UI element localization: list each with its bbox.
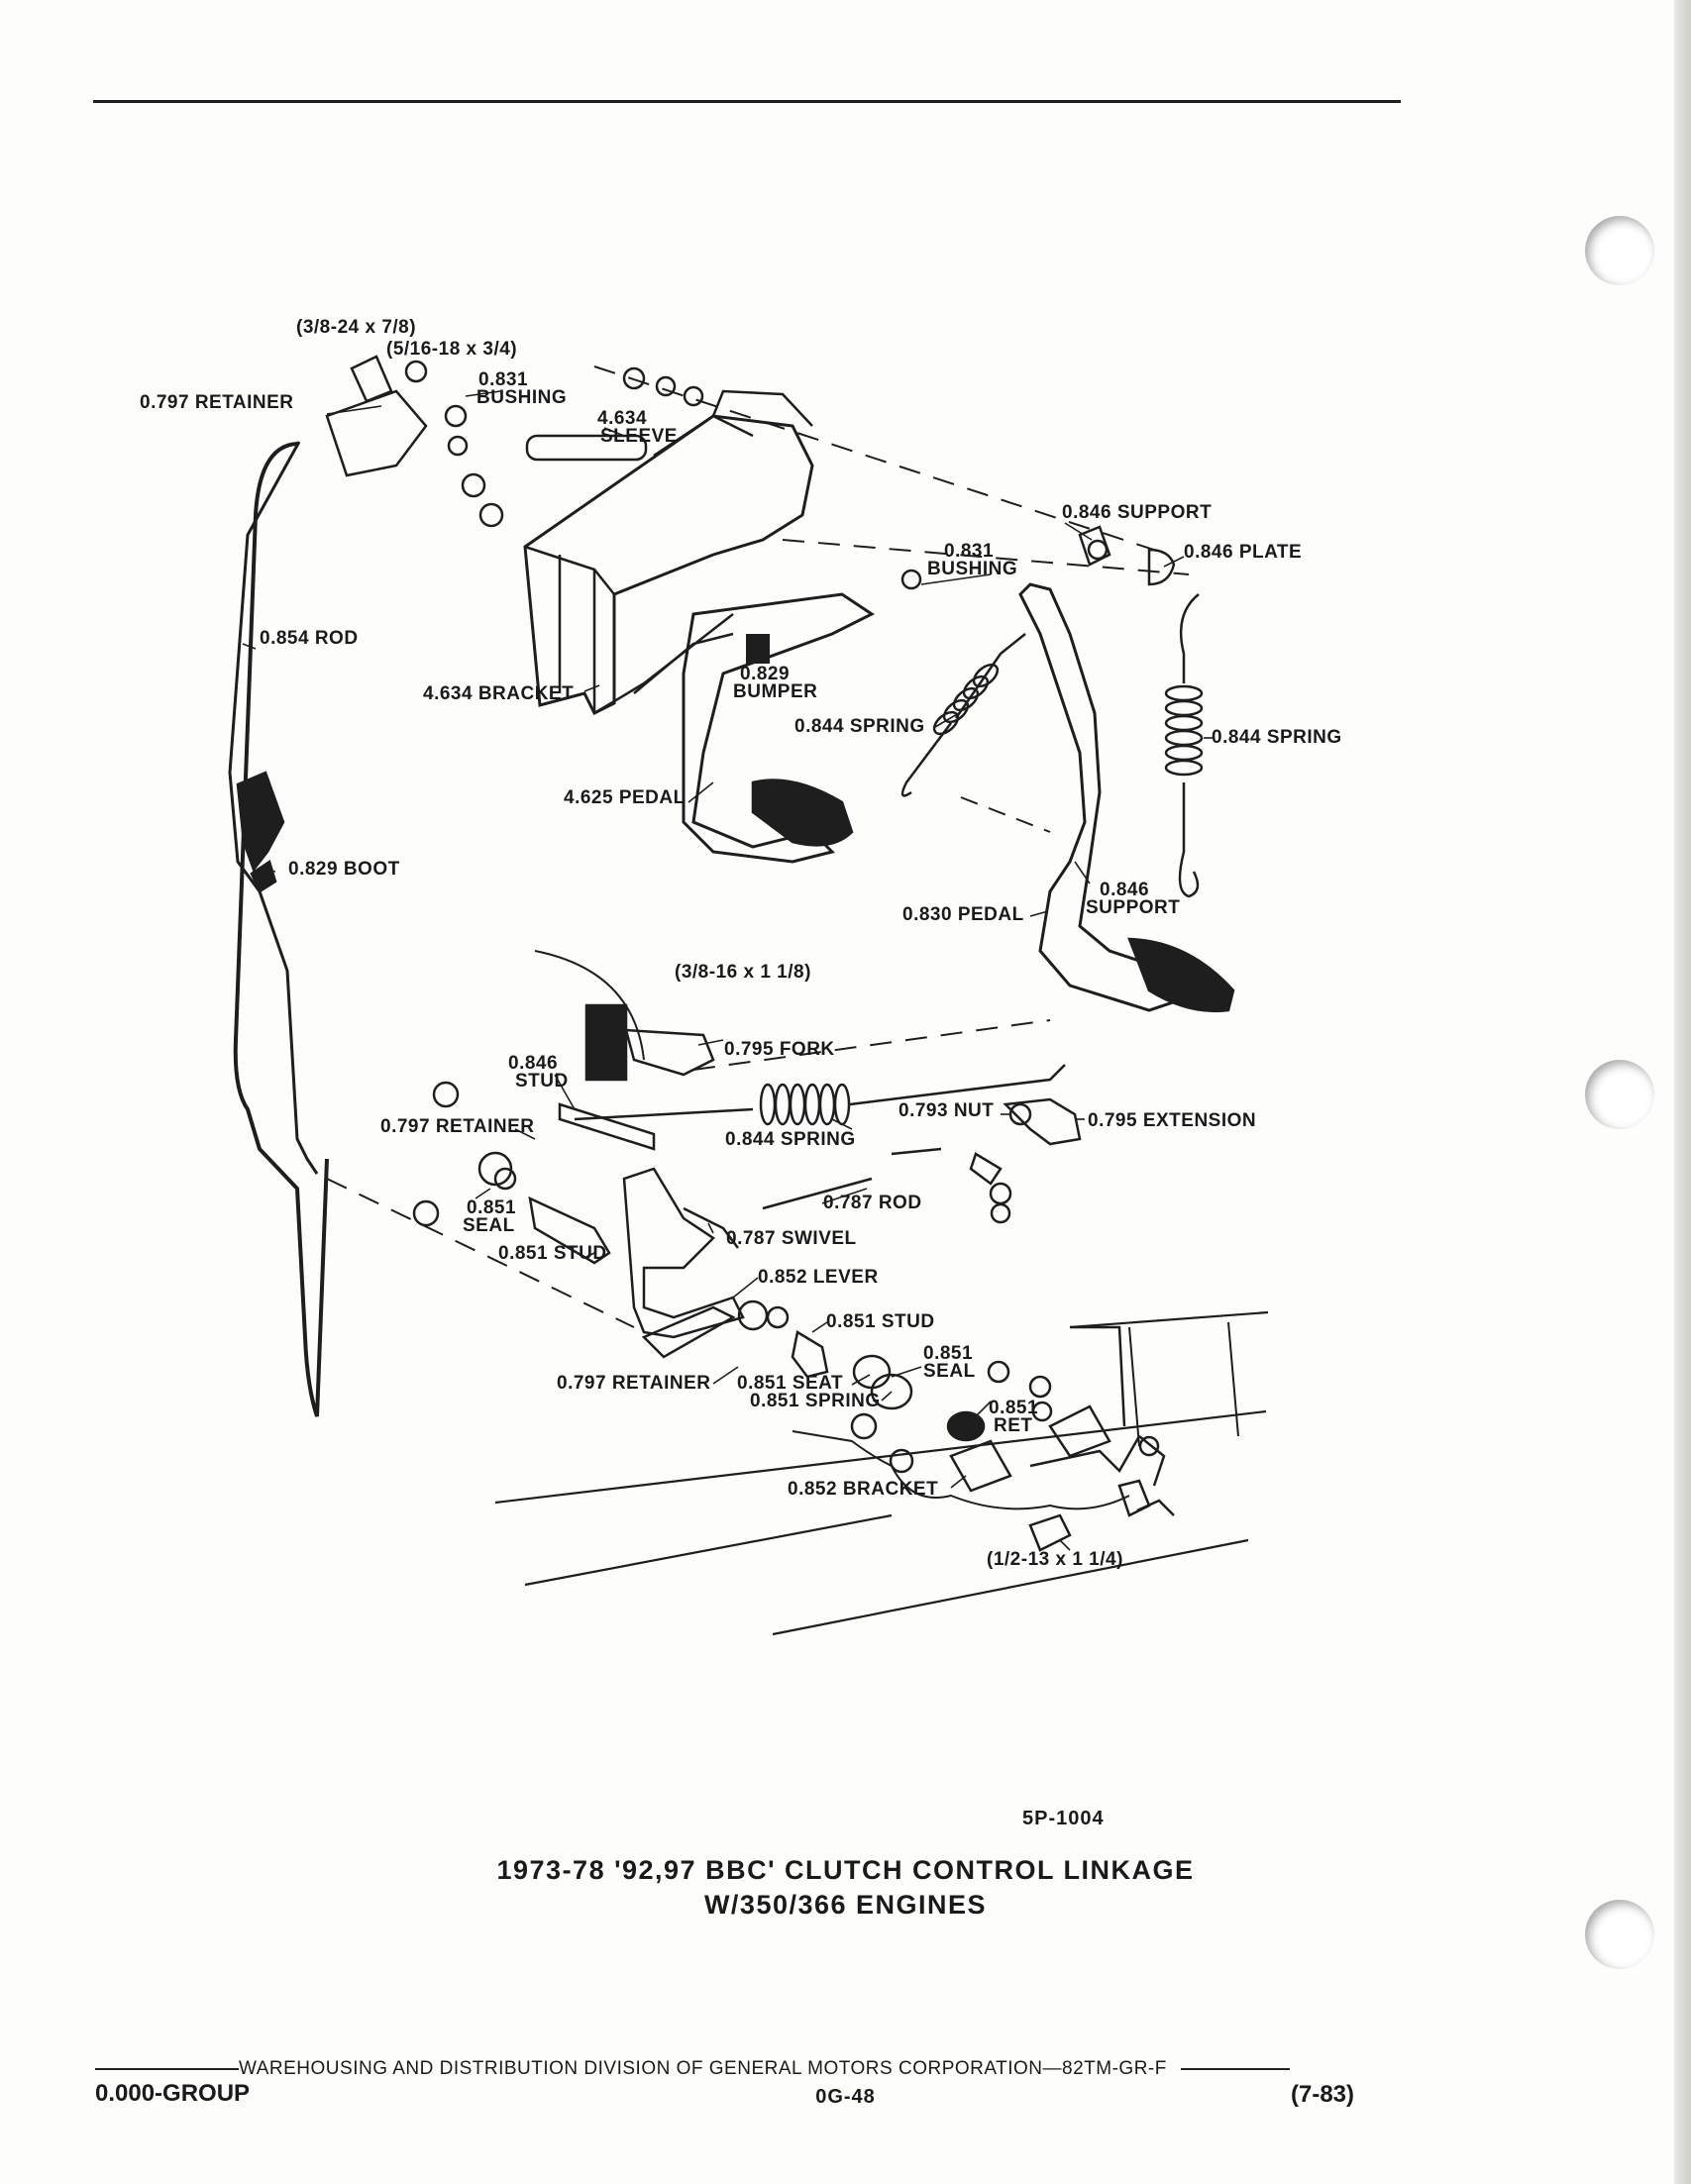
caption-line-2: W/350/366 ENGINES bbox=[703, 1890, 988, 1920]
label-swivel-787: 0.787 SWIVEL bbox=[726, 1228, 857, 1249]
lever-852 bbox=[622, 1167, 745, 1359]
label-seat-851: 0.851 SEAT bbox=[737, 1373, 844, 1394]
label-bracket-4634: 4.634 BRACKET bbox=[423, 683, 575, 704]
label-retainer-797-low: 0.797 RETAINER bbox=[557, 1373, 711, 1394]
label-support-846-mid-num: 0.846 bbox=[1100, 880, 1150, 900]
label-bracket-852: 0.852 BRACKET bbox=[788, 1479, 939, 1500]
label-bushing-831-mid-name: BUSHING bbox=[927, 559, 1018, 579]
spring-844-right-coils bbox=[1164, 684, 1204, 777]
label-retainer-797-mid: 0.797 RETAINER bbox=[380, 1116, 535, 1137]
footer-date: (7-83) bbox=[1291, 2081, 1355, 2108]
label-spring-844-low: 0.844 SPRING bbox=[725, 1129, 856, 1150]
label-rod-854: 0.854 ROD bbox=[260, 628, 359, 649]
extension-795 bbox=[1003, 1097, 1082, 1146]
rod-787 bbox=[762, 1147, 1012, 1224]
bumper-829 bbox=[746, 634, 770, 664]
label-spring-844-right: 0.844 SPRING bbox=[1212, 727, 1342, 748]
label-seal-851-b-num: 0.851 bbox=[923, 1343, 974, 1364]
page-edge bbox=[1674, 0, 1691, 2184]
centerline-mid bbox=[782, 539, 1190, 575]
label-seal-851-num: 0.851 bbox=[467, 1197, 517, 1218]
label-bumper-num: 0.829 bbox=[740, 664, 791, 684]
rod-854 bbox=[233, 442, 329, 1417]
footer-publisher-line: WAREHOUSING AND DISTRIBUTION DIVISION OF… bbox=[95, 2058, 1290, 2080]
footer-group: 0.000-GROUP bbox=[95, 2080, 251, 2107]
label-pedal-4625: 4.625 PEDAL bbox=[564, 787, 686, 808]
footer-rule-right bbox=[1180, 2067, 1290, 2070]
label-sleeve-num: 4.634 bbox=[597, 408, 648, 429]
footer-page-number: 0G-48 bbox=[815, 2086, 876, 2108]
label-bushing-831-mid-num: 0.831 bbox=[944, 541, 995, 562]
pedal-830-arm bbox=[1018, 582, 1213, 1012]
label-stud-851-left: 0.851 STUD bbox=[498, 1243, 607, 1264]
pedal-pad-4625 bbox=[751, 779, 854, 847]
frame-broken-edge bbox=[792, 1430, 1130, 1510]
top-rule bbox=[93, 100, 1401, 103]
label-stud-846-name: STUD bbox=[515, 1071, 569, 1092]
stud-846 bbox=[558, 1102, 656, 1151]
label-stud-846-num: 0.846 bbox=[508, 1053, 559, 1074]
label-extension-795: 0.795 EXTENSION bbox=[1088, 1110, 1257, 1131]
label-bushing-831-top-num: 0.831 bbox=[478, 369, 529, 390]
label-seal-851-name: SEAL bbox=[463, 1215, 515, 1236]
centerline-right bbox=[960, 796, 1051, 833]
footer-publisher: WAREHOUSING AND DISTRIBUTION DIVISION OF… bbox=[239, 2058, 1167, 2079]
seal-stud-851 bbox=[412, 1081, 1053, 1474]
label-seal-851-b-name: SEAL bbox=[923, 1361, 976, 1382]
spring-844-mid bbox=[900, 633, 1026, 797]
footer-rule-left bbox=[95, 2067, 239, 2070]
binder-hole-bottom bbox=[1585, 1900, 1654, 1969]
label-bolt-3-8-16: (3/8-16 x 1 1/8) bbox=[675, 962, 811, 983]
label-bolt-3-8-24: (3/8-24 x 7/8) bbox=[296, 317, 417, 338]
spring-844-right bbox=[1178, 593, 1200, 898]
label-retainer-797-top: 0.797 RETAINER bbox=[140, 392, 294, 413]
bracket-4634-body bbox=[523, 414, 814, 716]
centerline-lower bbox=[326, 1178, 635, 1328]
binder-hole-top bbox=[1585, 216, 1654, 285]
label-stud-851-right: 0.851 STUD bbox=[826, 1311, 935, 1332]
leader-lines bbox=[242, 390, 1214, 1551]
label-spring-851: 0.851 SPRING bbox=[750, 1391, 881, 1411]
frame-rail-mid bbox=[1069, 1310, 1269, 1329]
label-plate-846: 0.846 PLATE bbox=[1184, 542, 1303, 563]
label-pedal-830: 0.830 PEDAL bbox=[902, 904, 1024, 925]
bracket-852 bbox=[949, 1325, 1175, 1552]
centerline-top bbox=[593, 365, 1170, 556]
label-bushing-831-top-name: BUSHING bbox=[476, 387, 568, 408]
label-bolt-5-16-18: (5/16-18 x 3/4) bbox=[386, 339, 518, 360]
caption-line-1: 1973-78 '92,97 BBC' CLUTCH CONTROL LINKA… bbox=[496, 1855, 1195, 1885]
frame-rail-edge bbox=[1128, 1321, 1239, 1447]
label-fork-795: 0.795 FORK bbox=[724, 1039, 835, 1060]
label-rod-787: 0.787 ROD bbox=[823, 1193, 922, 1213]
label-sleeve-name: SLEEVE bbox=[600, 426, 678, 447]
pedal-pad-830 bbox=[1127, 937, 1235, 1013]
binder-hole-middle bbox=[1585, 1060, 1654, 1129]
label-ret-851-name: RET bbox=[994, 1415, 1033, 1436]
label-nut-793: 0.793 NUT bbox=[898, 1100, 995, 1121]
pedal-4625-arm bbox=[682, 592, 875, 864]
top-hardware bbox=[325, 355, 1176, 590]
label-spring-844-mid: 0.844 SPRING bbox=[794, 716, 925, 737]
fork-795 bbox=[534, 950, 715, 1082]
label-bumper-name: BUMPER bbox=[733, 681, 818, 702]
spring-844-mid-coils bbox=[932, 663, 1000, 736]
label-lever-852: 0.852 LEVER bbox=[758, 1267, 879, 1288]
boot-829 bbox=[236, 771, 285, 873]
label-boot-829: 0.829 BOOT bbox=[288, 859, 400, 880]
frame-rail-bottom bbox=[772, 1538, 1249, 1636]
figure-code: 5P-1004 bbox=[1022, 1808, 1105, 1829]
label-bolt-1-2-13: (1/2-13 x 1 1/4) bbox=[987, 1549, 1123, 1570]
label-support-846-top: 0.846 SUPPORT bbox=[1062, 502, 1213, 523]
centerline-fork bbox=[692, 1019, 1051, 1071]
frame-rail-lower bbox=[524, 1513, 893, 1587]
label-support-846-mid-name: SUPPORT bbox=[1086, 897, 1181, 918]
label-ret-851-num: 0.851 bbox=[989, 1398, 1039, 1418]
